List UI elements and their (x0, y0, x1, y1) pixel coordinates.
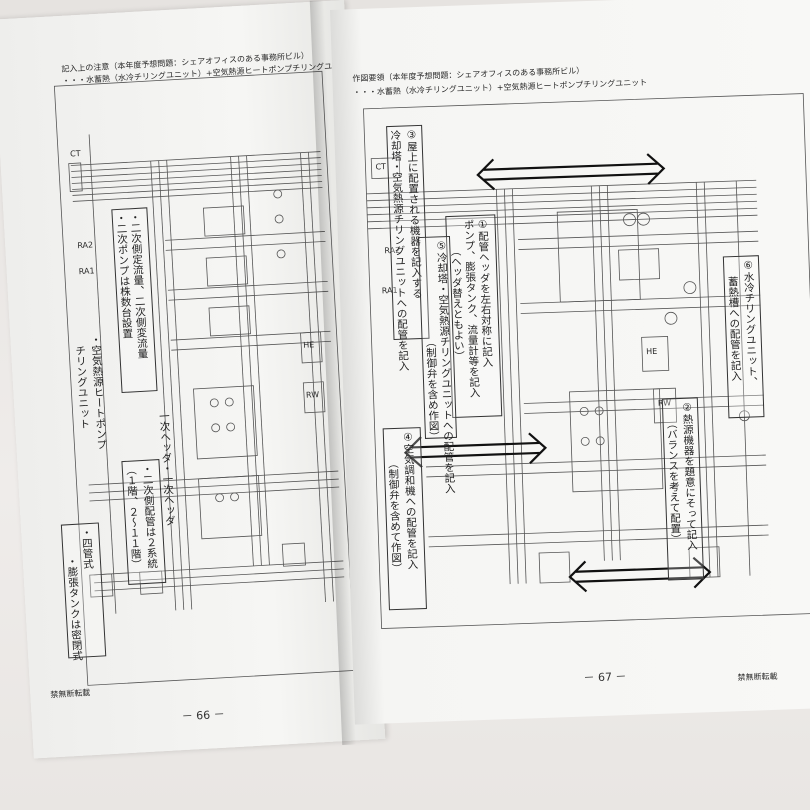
right-footer: 禁無断転載 (737, 671, 778, 683)
right-page-number: － 67 － (583, 670, 627, 685)
label-he-left: HE (302, 340, 315, 350)
label-ra2-left: RA2 (77, 240, 94, 251)
left-footer: 禁無断転載 (50, 688, 91, 700)
label-ct-right: CT (375, 162, 387, 172)
label-rw-left: RW (305, 390, 320, 400)
left-page-number: － 66 － (181, 707, 226, 724)
right-piping-diagram (363, 93, 810, 629)
label-he-right: HE (645, 346, 658, 357)
left-note-tank-1: ・四管式 (80, 526, 95, 570)
left-piping-diagram (53, 70, 356, 686)
left-page: 記入上の注意（本年度予想問題：シェアオフィスのある事務所ビル） ・・・水蓄熱（水… (0, 0, 386, 759)
label-ct-left: CT (69, 148, 81, 159)
right-page: 作図要領（本年度予想問題：シェアオフィスのある事務所ビル） ・・・水蓄熱（水冷チ… (330, 0, 810, 725)
label-ra1-left: RA1 (78, 266, 95, 277)
